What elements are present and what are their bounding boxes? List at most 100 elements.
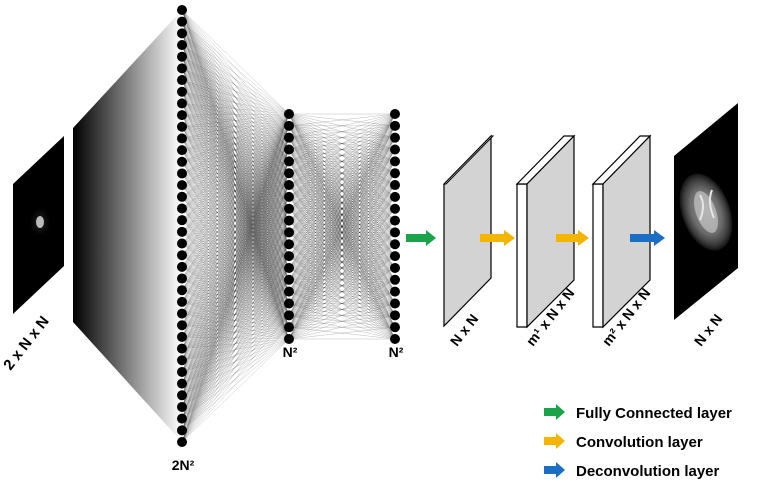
- connection-line: [181, 9, 290, 280]
- connection-line: [181, 244, 290, 279]
- connection-line: [181, 231, 290, 233]
- connection-line: [181, 185, 290, 269]
- neuron-node: [177, 401, 187, 412]
- connection-line: [181, 208, 290, 244]
- connection-line: [181, 21, 290, 162]
- connection-line: [288, 161, 396, 304]
- connection-line: [181, 21, 290, 150]
- connection-line: [181, 103, 290, 245]
- connection-line: [288, 149, 396, 162]
- connection-line: [181, 196, 290, 338]
- connection-line: [181, 184, 290, 198]
- connection-line: [288, 161, 396, 209]
- connection-line: [288, 161, 396, 269]
- connection-line: [181, 338, 290, 431]
- connection-line: [181, 21, 290, 257]
- connection-line: [181, 220, 290, 244]
- layer2-label: N²: [283, 344, 298, 360]
- connection-line: [288, 291, 396, 316]
- connection-line: [181, 103, 290, 186]
- input-label: 2 x N x N: [0, 313, 52, 373]
- connection-line: [181, 279, 290, 291]
- connection-line: [181, 33, 290, 328]
- connection-line: [288, 125, 396, 328]
- connection-line: [288, 232, 396, 304]
- connection-line: [288, 196, 396, 257]
- connection-line: [288, 125, 396, 233]
- connection-line: [181, 303, 290, 431]
- connection-line: [181, 291, 290, 384]
- neuron-node: [177, 168, 187, 179]
- connection-line: [288, 244, 396, 269]
- connection-line: [288, 113, 396, 245]
- connection-line: [181, 220, 290, 245]
- connection-line: [181, 220, 290, 269]
- connection-line: [181, 113, 290, 186]
- neuron-node: [177, 63, 187, 74]
- connection-line: [181, 196, 290, 326]
- connection-line: [288, 149, 396, 174]
- connection-line: [181, 220, 290, 256]
- connection-line: [288, 125, 396, 138]
- connection-line: [288, 244, 396, 316]
- connection-line: [181, 220, 290, 340]
- connection-line: [181, 126, 290, 221]
- connection-line: [181, 255, 290, 291]
- connection-line: [181, 267, 290, 361]
- connection-line: [288, 244, 396, 269]
- connection-line: [181, 338, 290, 349]
- connection-line: [181, 125, 290, 408]
- legend-item-fully-connected: Fully Connected layer: [544, 404, 732, 422]
- connection-line: [181, 21, 290, 209]
- connection-line: [181, 303, 290, 419]
- connection-line: [181, 208, 290, 431]
- connection-line: [288, 149, 396, 269]
- connection-line: [181, 220, 290, 326]
- connection-line: [181, 44, 290, 209]
- connection-line: [181, 161, 290, 396]
- connection-line: [181, 243, 290, 292]
- connection-line: [288, 137, 396, 269]
- connection-line: [288, 196, 396, 221]
- connection-line: [181, 279, 290, 314]
- connection-line: [181, 161, 290, 280]
- connection-line: [181, 113, 290, 267]
- connection-line: [181, 315, 290, 326]
- connection-line: [181, 161, 290, 197]
- connection-line: [181, 232, 290, 443]
- connection-line: [288, 137, 396, 280]
- connection-line: [181, 290, 290, 316]
- connection-line: [181, 255, 290, 316]
- connection-line: [288, 279, 396, 328]
- connection-line: [181, 33, 290, 245]
- connection-line: [181, 44, 290, 328]
- connection-line: [288, 279, 396, 304]
- connection-line: [288, 232, 396, 245]
- connection-line: [288, 113, 396, 186]
- connection-line: [181, 231, 290, 328]
- connection-line: [181, 279, 290, 349]
- connection-line: [181, 327, 290, 338]
- neuron-node: [177, 261, 187, 272]
- connection-line: [181, 313, 290, 340]
- connection-line: [288, 267, 396, 340]
- connection-line: [181, 33, 290, 138]
- connection-line: [288, 173, 396, 269]
- connection-line: [288, 255, 396, 328]
- connection-line: [288, 220, 396, 328]
- connection-line: [288, 220, 396, 233]
- connection-line: [288, 184, 396, 328]
- connection-line: [288, 220, 396, 280]
- connection-line: [288, 279, 396, 316]
- connection-line: [288, 137, 396, 245]
- connection-line: [181, 196, 290, 256]
- connection-line: [288, 184, 396, 280]
- connection-line: [288, 291, 396, 304]
- connection-line: [181, 196, 290, 209]
- connection-line: [181, 113, 290, 326]
- connection-line: [181, 208, 290, 314]
- connection-line: [181, 173, 290, 186]
- connection-line: [288, 113, 396, 328]
- connection-line: [181, 196, 290, 291]
- neuron-node: [284, 203, 294, 214]
